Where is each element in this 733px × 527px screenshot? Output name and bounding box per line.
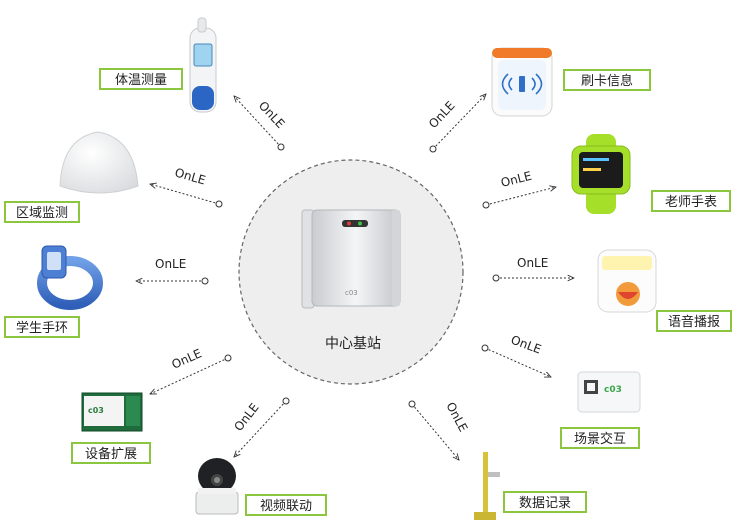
- link-label: OnLE: [443, 400, 470, 434]
- thermometer-icon: [189, 17, 217, 113]
- svg-text:c03: c03: [345, 289, 358, 297]
- student-band-icon: [37, 245, 103, 310]
- link-label: OnLE: [426, 99, 458, 131]
- link-label: OnLE: [173, 165, 207, 187]
- link-voice: OnLE: [492, 256, 574, 282]
- label-extension: 设备扩展: [71, 442, 151, 464]
- data-record-station-icon: [474, 452, 500, 520]
- link-interaction: OnLE: [481, 333, 551, 377]
- link-data-record: OnLE: [408, 400, 470, 460]
- svg-text:c03: c03: [604, 385, 622, 395]
- link-label: OnLE: [517, 256, 548, 270]
- svg-text:c03: c03: [88, 406, 104, 415]
- label-student-band: 学生手环: [4, 316, 80, 338]
- base-station-device: c03: [301, 209, 401, 309]
- link-area: OnLE: [150, 165, 223, 208]
- extension-module-icon: c03: [81, 392, 143, 432]
- interaction-card-icon: c03: [577, 371, 641, 413]
- link-label: OnLE: [231, 401, 261, 434]
- link-student-band: OnLE: [136, 257, 209, 285]
- link-video: OnLE: [231, 397, 290, 457]
- label-teacher-watch: 老师手表: [651, 190, 731, 212]
- center-station-label: 中心基站: [325, 336, 381, 352]
- label-voice: 语音播报: [656, 310, 732, 332]
- link-label: OnLE: [155, 257, 186, 271]
- label-area-monitor: 区域监测: [4, 201, 80, 223]
- area-monitor-icon: [59, 131, 139, 194]
- link-extension: OnLE: [150, 346, 232, 394]
- label-interaction: 场景交互: [560, 427, 640, 449]
- label-video: 视频联动: [245, 494, 327, 516]
- link-card: OnLE: [426, 94, 486, 153]
- link-label: OnLE: [509, 333, 543, 357]
- card-reader-icon: [491, 47, 553, 117]
- label-temperature: 体温测量: [99, 68, 183, 90]
- teacher-watch-icon: [571, 134, 631, 214]
- link-label: OnLE: [170, 346, 204, 372]
- voice-speaker-icon: [597, 249, 657, 313]
- link-label: OnLE: [499, 169, 533, 190]
- camera-icon: [195, 458, 239, 515]
- label-card: 刷卡信息: [563, 69, 651, 91]
- link-temperature: OnLE: [234, 96, 288, 151]
- link-teacher-watch: OnLE: [482, 169, 556, 209]
- label-data-record: 数据记录: [503, 491, 587, 513]
- link-label: OnLE: [256, 98, 288, 130]
